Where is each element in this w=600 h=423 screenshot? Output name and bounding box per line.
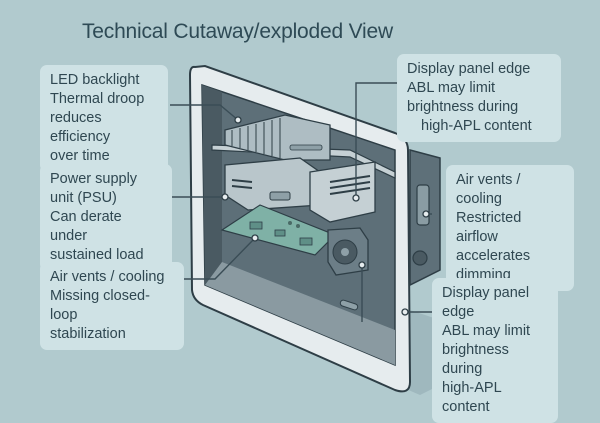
callout-body-line: stabilization [50,326,126,342]
shelf [211,144,396,179]
callout-display-panel-top: Display panel edge ABL may limit brightn… [397,54,561,142]
callout-body-line: accelerates [456,248,531,264]
callout-body-line: Restricted airflow [456,210,522,245]
port-icon [416,184,430,226]
callout-heading: unit (PSU) [50,190,117,206]
callout-body-line: Thermal droop [50,91,145,107]
callout-heading: Power supply [50,171,138,187]
callout-heading: Air vents / cooling [50,269,165,285]
callout-air-vents-left: Air vents / cooling Missing closed-loop … [40,262,184,350]
callout-heading: edge [442,304,475,320]
callout-led-backlight: LED backlight Thermal droop reduces effi… [40,65,168,172]
callout-body-line: reduces efficiency [50,110,111,145]
callout-heading: Display panel [442,285,530,301]
callout-body-line: Can derate under [50,209,122,244]
power-jack-icon [412,250,428,266]
leader-dots [221,116,430,316]
callout-body-line: high-APL content [442,380,502,415]
psu-icon [224,157,321,211]
leader-lines [170,82,432,322]
callout-heading: Air vents / cooling [456,172,521,207]
callout-body-line: ABL may limit [407,80,496,96]
callout-heading: Display panel edge [407,61,531,77]
heatsink-icon [224,114,331,161]
fan-icon [327,227,369,276]
side-port-housing [409,149,441,287]
callout-body-line: Missing closed-loop [50,288,150,323]
callout-body-line: ABL may limit [442,323,531,339]
callout-heading: LED backlight [50,72,140,88]
callout-body-line: brightness during [407,99,519,115]
callout-body-line: sustained load [50,247,144,263]
psu-box [309,161,376,223]
callout-body-line: brightness during [442,342,509,377]
page-title: Technical Cutaway/exploded View [82,20,393,43]
callout-body-line: high-APL content [421,118,532,134]
callout-power-supply: Power supply unit (PSU) Can derate under… [40,164,172,271]
callout-air-vents-right: Air vents / cooling Restricted airflow a… [446,165,574,291]
monitor-cutaway-illustration [170,64,470,395]
callout-body-line: over time [50,148,110,164]
callout-display-panel-bottom: Display panel edge ABL may limit brightn… [432,278,558,423]
